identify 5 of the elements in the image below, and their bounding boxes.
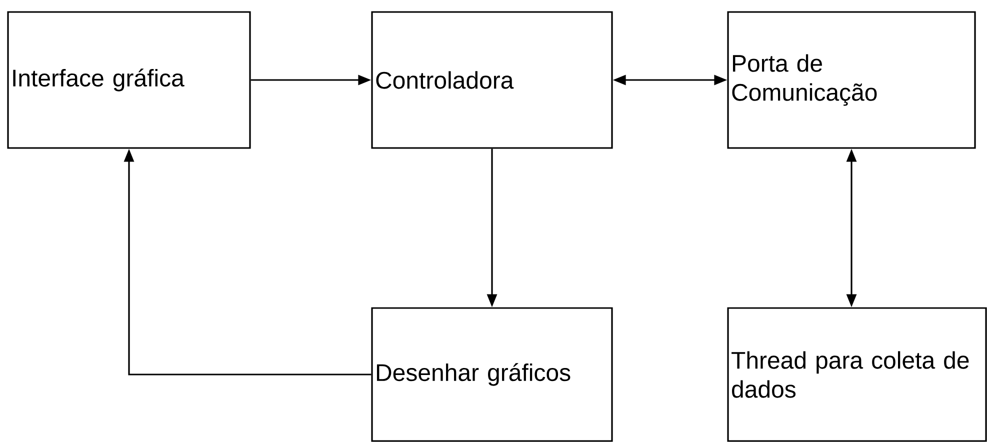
process-box: Desenhar gráficos	[371, 307, 613, 442]
process-box: Porta de Comunicação	[727, 11, 976, 149]
process-box: Controladora	[371, 11, 613, 149]
process-box: Thread para coleta de dados	[727, 307, 987, 442]
process-box: Interface gráfica	[7, 11, 251, 149]
